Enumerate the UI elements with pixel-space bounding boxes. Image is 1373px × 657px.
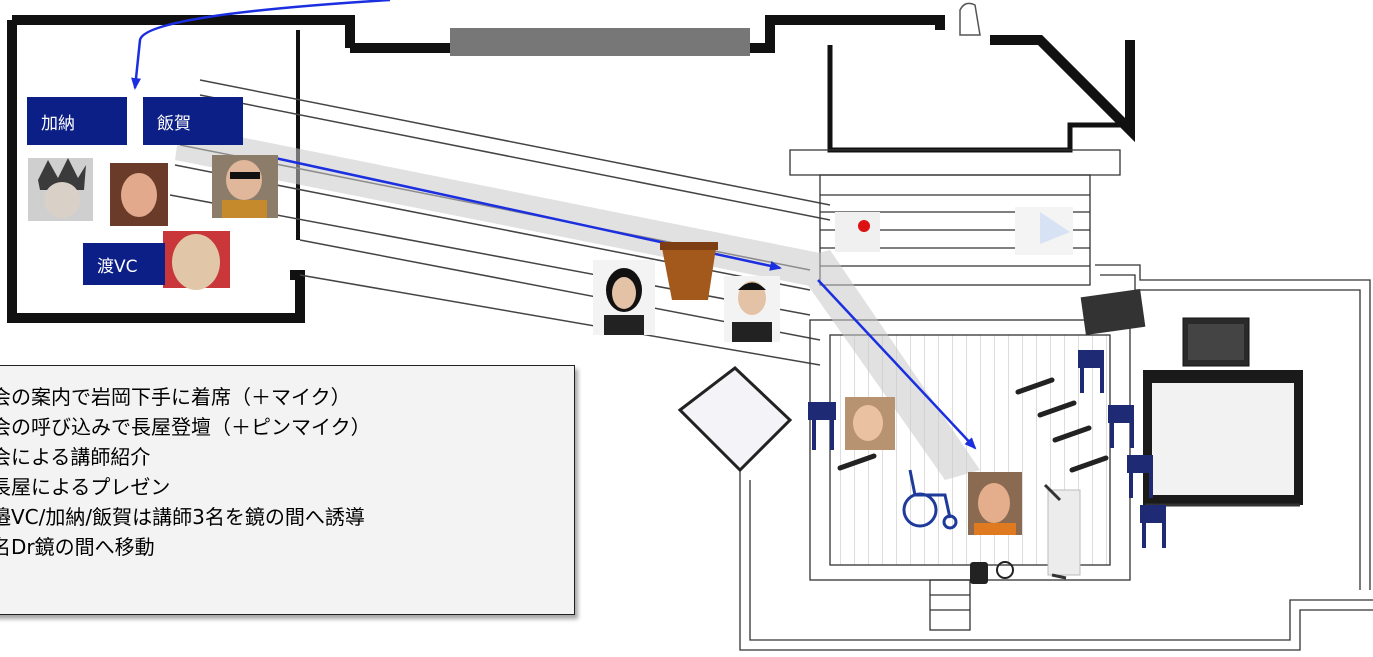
label-iiga-text: 飯賀 — [157, 113, 191, 134]
chair-icon — [808, 402, 836, 450]
wheelchair-icon — [902, 469, 958, 530]
chair-icon — [1140, 505, 1166, 548]
mic-stand-icon — [1043, 483, 1067, 580]
lectern-icon — [660, 242, 718, 300]
chair-icon — [1127, 455, 1153, 498]
label-iiga: 飯賀 — [143, 97, 243, 145]
chair-icon — [1108, 405, 1134, 448]
crown-portrait — [28, 158, 93, 221]
microphone-icon — [1037, 400, 1077, 418]
note-item: 会の呼び込みで長屋登壇（＋ピンマイク） — [0, 415, 371, 439]
building-walls — [7, 2, 1135, 323]
projection-screen-icon — [1143, 370, 1303, 507]
amplifier-icon — [1182, 317, 1250, 367]
partition-panel-icon — [1047, 489, 1081, 576]
chair-icon — [1078, 350, 1104, 393]
woman-portrait — [110, 163, 168, 226]
reflector-board-icon — [677, 366, 793, 473]
notes-list: 会の案内で岩岡下手に着席（＋マイク） 会の呼び込みで長屋登壇（＋ピンマイク） 会… — [0, 382, 574, 562]
woman-portrait — [845, 397, 895, 450]
microphone-icon — [1069, 455, 1109, 473]
note-item: 会による講師紹介 — [0, 445, 151, 469]
bald-man-portrait — [163, 231, 230, 290]
note-item: 名Dr鏡の間へ移動 — [0, 535, 155, 559]
label-watari-text: 渡VC — [97, 256, 138, 277]
note-item: 長屋によるプレゼン — [0, 475, 171, 499]
label-watari: 渡VC — [83, 243, 165, 285]
mixer-icon — [1080, 289, 1146, 335]
businesswoman-portrait — [593, 260, 655, 335]
label-kanou-text: 加納 — [41, 113, 75, 134]
note-item: 会の案内で岩岡下手に着席（＋マイク） — [0, 385, 351, 409]
sunglasses-portrait — [212, 155, 278, 218]
note-item: 邉VC/加納/飯賀は講師3名を鏡の間へ誘導 — [0, 505, 365, 529]
woman-portrait — [968, 472, 1022, 535]
label-kanou: 加納 — [27, 97, 127, 145]
pin-mic-icon — [970, 561, 1014, 584]
microphone-icon — [1052, 425, 1092, 443]
microphone-icon — [837, 453, 877, 471]
businessman-portrait — [724, 276, 780, 342]
flag-japan-icon — [835, 212, 880, 252]
microphone-icon — [1015, 377, 1055, 395]
notes-box: 会の案内で岩岡下手に着席（＋マイク） 会の呼び込みで長屋登壇（＋ピンマイク） 会… — [0, 365, 575, 615]
flag-banner-icon — [1015, 207, 1073, 255]
